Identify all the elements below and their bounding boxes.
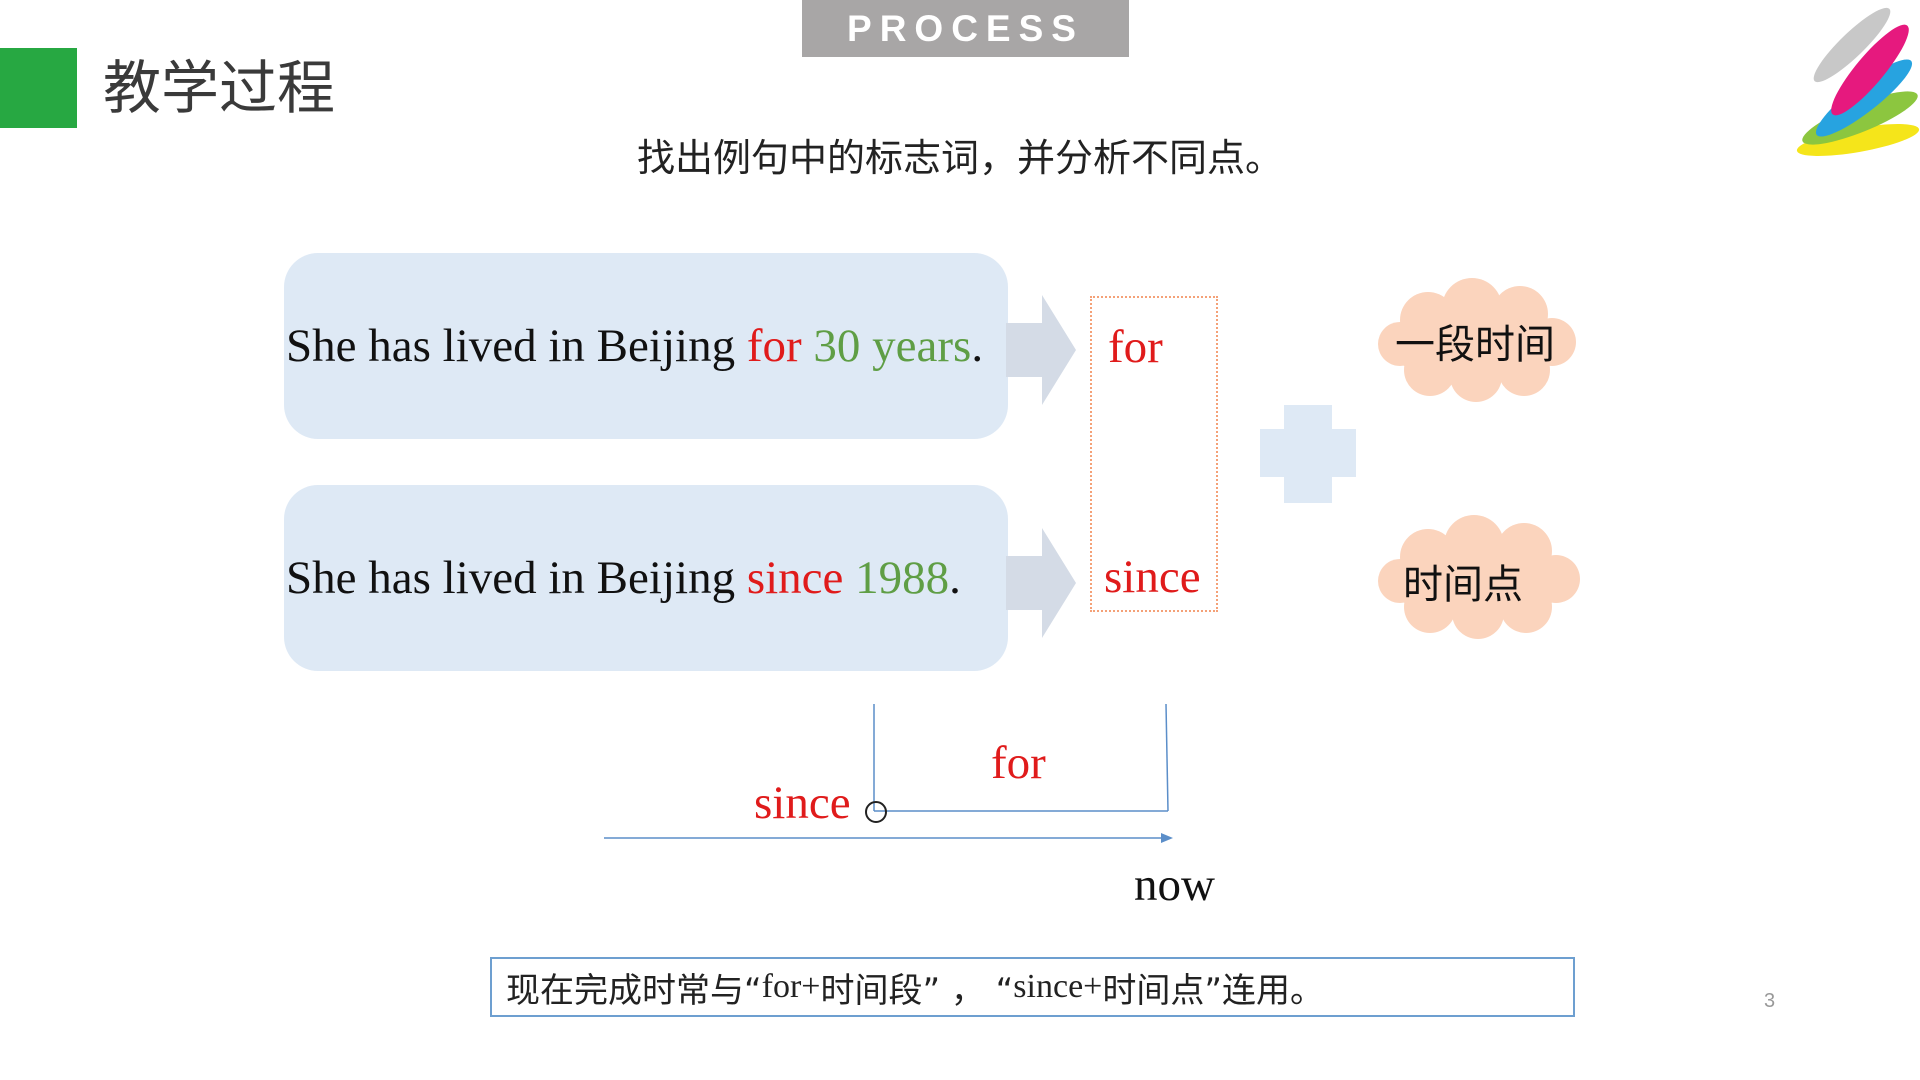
cloud-label-duration: 一段时间 bbox=[1395, 322, 1555, 368]
instruction-text: 找出例句中的标志词，并分析不同点。 bbox=[636, 136, 1283, 180]
arrow-right-icon bbox=[1006, 528, 1076, 638]
time-point-phrase: 1988 bbox=[855, 552, 950, 604]
plus-icon bbox=[1260, 405, 1356, 503]
page-number: 3 bbox=[1764, 990, 1776, 1012]
keyword-box bbox=[1090, 296, 1218, 612]
sentence-for: She has lived in Beijing for 30 years. bbox=[286, 320, 984, 372]
cloud-time-point-icon bbox=[1378, 515, 1580, 639]
accent-bar bbox=[0, 48, 77, 128]
keyword-since: since bbox=[746, 552, 844, 604]
sentence-box-since: She has lived in Beijing since 1988. bbox=[284, 485, 1008, 671]
summary-note: 现在完成时常与“ for+ 时间段” ， “ since+ 时间点”连用。 bbox=[490, 957, 1575, 1017]
sentence-text: She has lived in Beijing bbox=[286, 552, 747, 604]
timeline-for-label: for bbox=[991, 737, 1046, 789]
start-point-icon bbox=[865, 801, 887, 823]
keyword-label-for: for bbox=[1108, 321, 1163, 373]
duration-phrase: 30 years bbox=[813, 320, 972, 372]
arrow-right-icon bbox=[1006, 295, 1076, 405]
timeline-diagram bbox=[604, 703, 1173, 843]
cloud-label-time-point: 时间点 bbox=[1403, 562, 1523, 608]
sentence-text: She has lived in Beijing bbox=[286, 320, 747, 372]
page-title: 教学过程 bbox=[103, 54, 336, 122]
timeline-now-label: now bbox=[1134, 859, 1215, 911]
sentence-since: She has lived in Beijing since 1988. bbox=[286, 552, 961, 604]
keyword-for: for bbox=[746, 320, 802, 372]
cloud-duration-icon bbox=[1378, 278, 1576, 402]
section-tab: PROCESS bbox=[802, 0, 1129, 57]
keyword-label-since: since bbox=[1104, 551, 1201, 603]
brush-logo-icon bbox=[1796, 7, 1920, 156]
sentence-box-for: She has lived in Beijing for 30 years. bbox=[284, 253, 1008, 439]
timeline-since-label: since bbox=[754, 777, 851, 829]
